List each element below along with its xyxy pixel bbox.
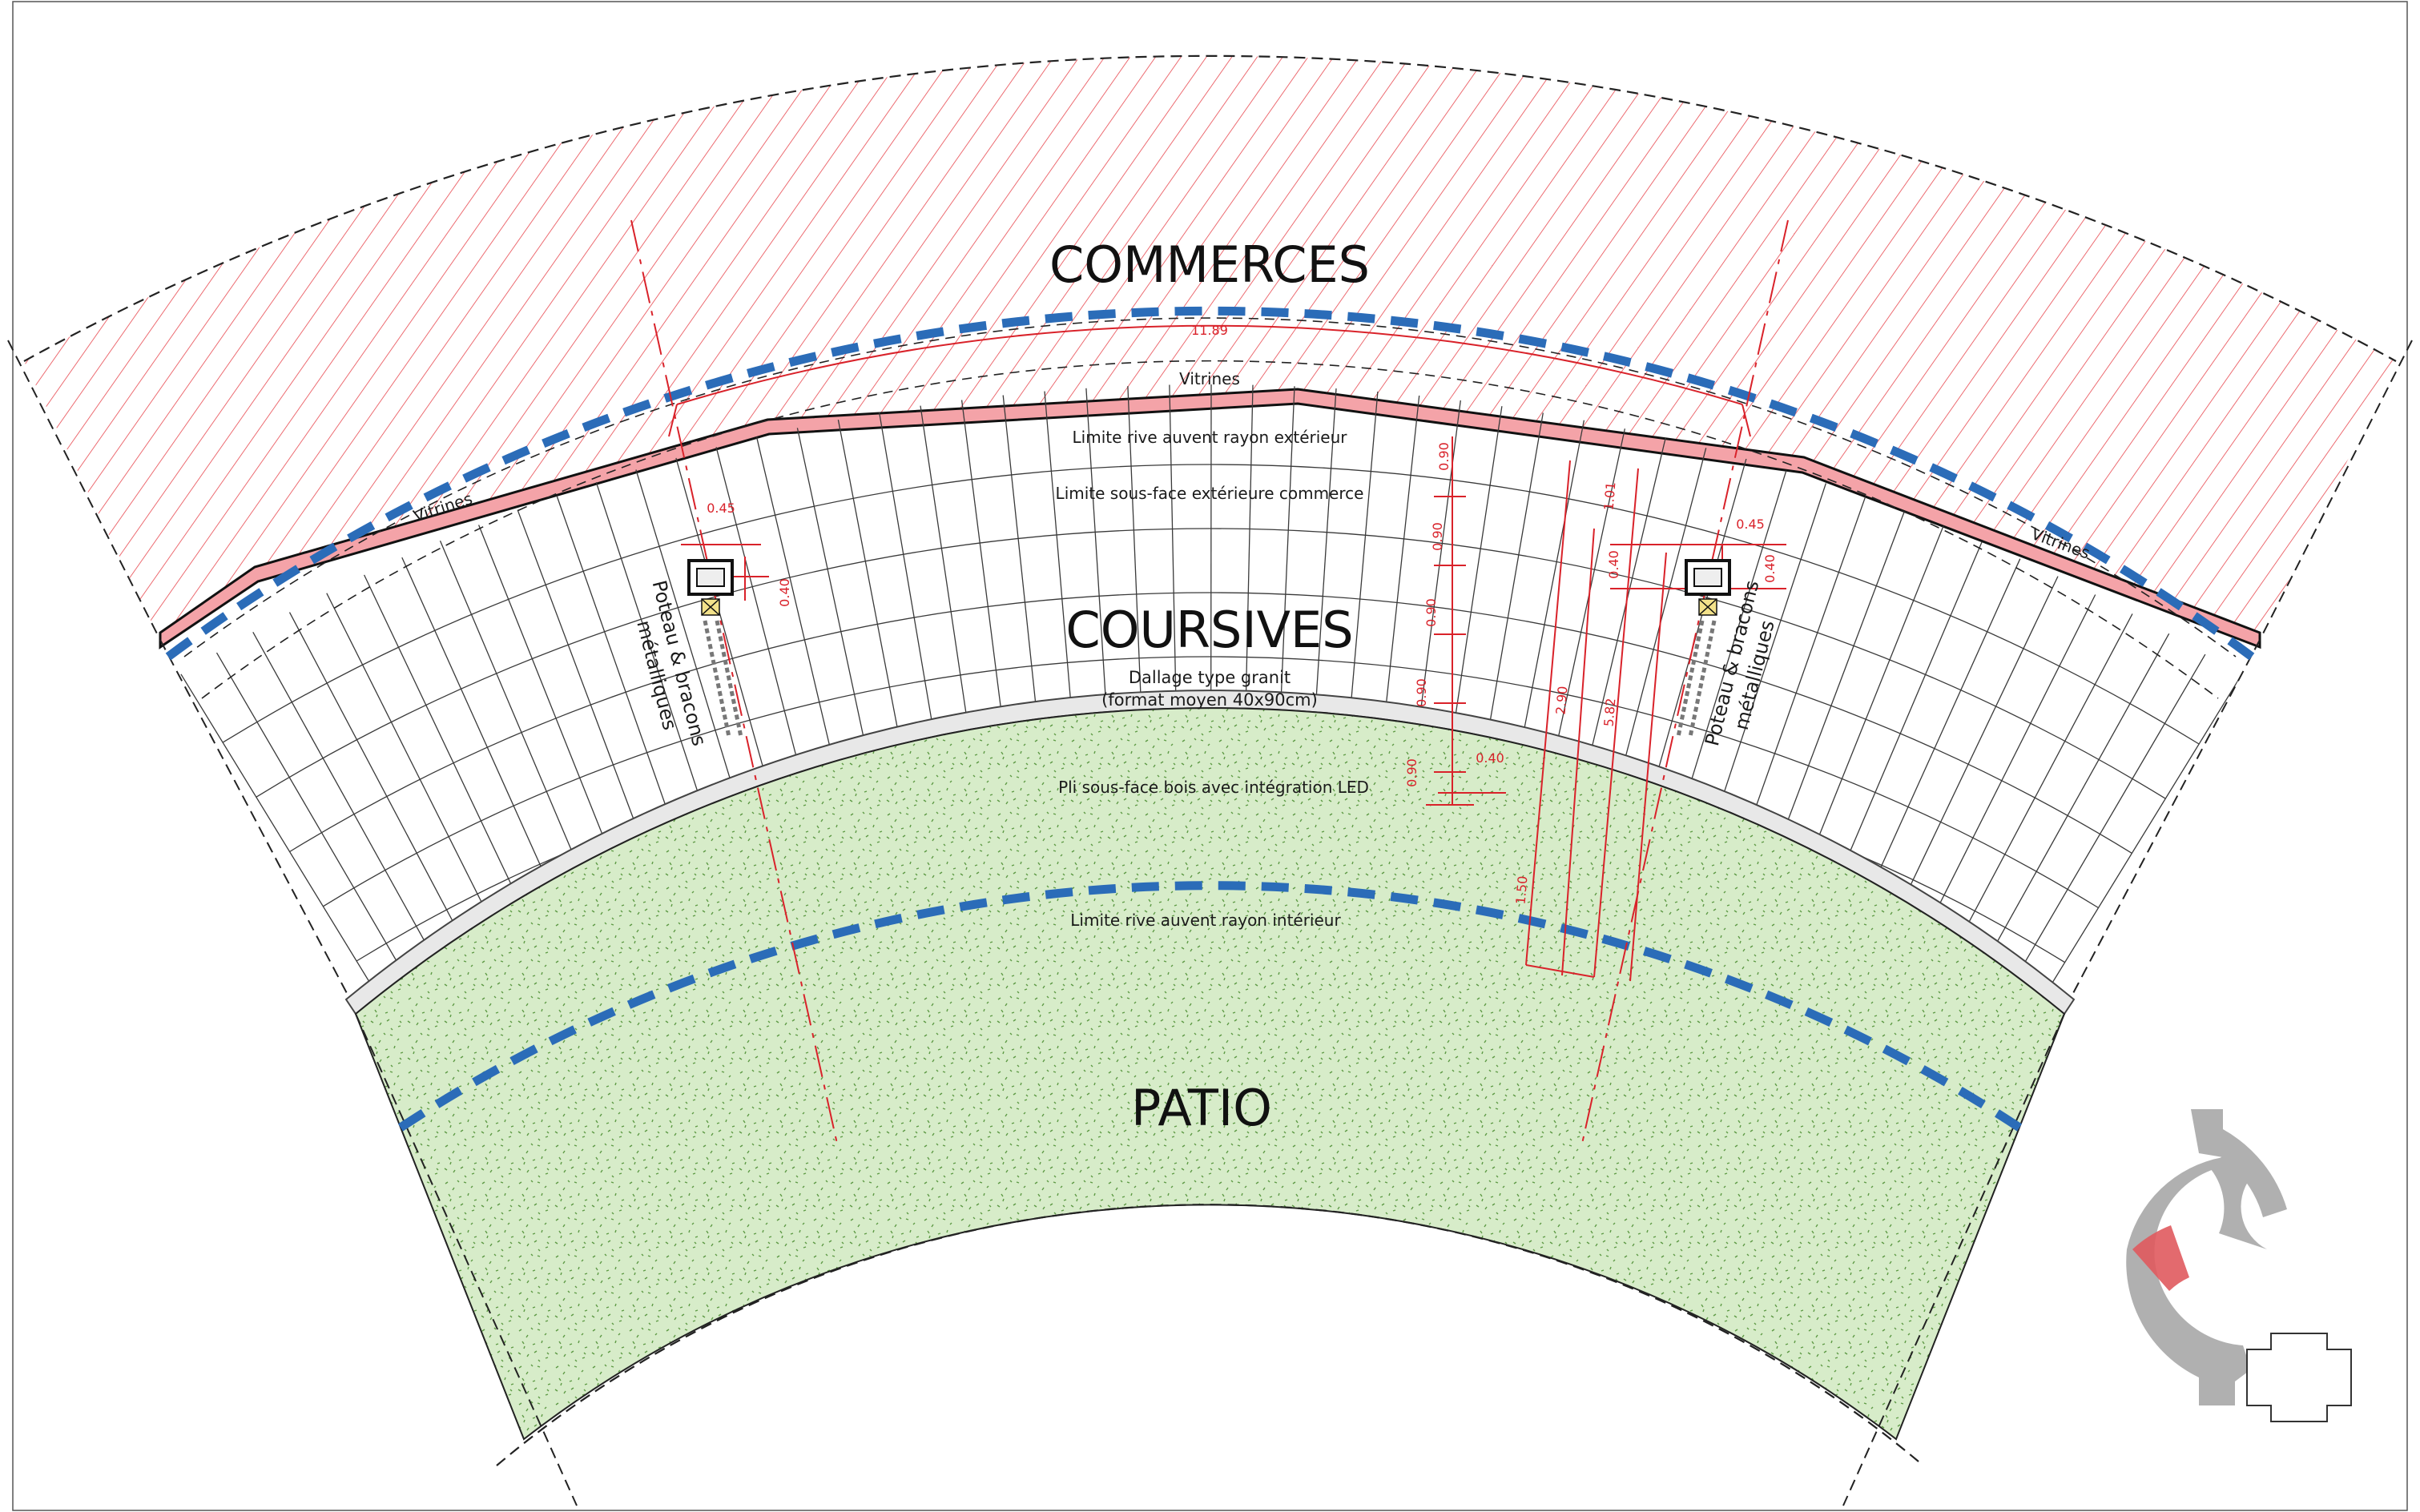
- dim-col-090-a: 0.90: [1436, 442, 1452, 471]
- sheet-border: [12, 1, 2408, 1511]
- patio-left-edge: [355, 1013, 578, 1506]
- arc-dimension: [676, 324, 1743, 405]
- paving-joint-radial: [1821, 594, 2096, 1010]
- paving-joint-radial: [1846, 613, 2133, 1010]
- key-plan: [2126, 1109, 2352, 1422]
- label-limite-sous-face: Limite sous-face extérieure commerce: [1056, 484, 1364, 503]
- dim-col-090-b: 0.90: [1430, 522, 1445, 551]
- paving-joint-arc: [222, 464, 2200, 745]
- dim-left-045: 0.45: [707, 501, 735, 516]
- paving-joint-radial: [288, 612, 574, 1010]
- commerces-outer-edge: [23, 54, 2397, 362]
- dim-col-090-d: 0.90: [1414, 678, 1429, 707]
- key-plan-building: [2246, 1333, 2352, 1422]
- commerces-left-edge: [7, 340, 161, 641]
- key-plan-ring-arc: [2211, 1151, 2267, 1249]
- commerces-hatch-area: [24, 55, 2396, 641]
- limite-sous-face-line: [183, 317, 2237, 657]
- patio-right-edge: [1842, 1013, 2065, 1506]
- paving-joint-radial: [180, 674, 500, 1010]
- zone-title-coursives: COURSIVES: [1065, 601, 1353, 659]
- paving-joint-arc: [256, 528, 2166, 799]
- dim-582: 5.82: [1601, 698, 1619, 727]
- paving-joint-arc: [289, 592, 2132, 854]
- paving-joint-radial: [1922, 675, 2242, 1010]
- label-pli-sous-face: Pli sous-face bois avec intégration LED: [1058, 778, 1369, 797]
- paving-joint-radial: [401, 557, 652, 1010]
- patio-bottom-edge: [496, 1204, 1924, 1466]
- patio-area: [354, 707, 2066, 1441]
- dim-col-090-e: 0.90: [1404, 758, 1419, 787]
- commerces-right-edge: [2259, 340, 2413, 641]
- paving-joint-radial: [364, 574, 626, 1010]
- coursives-note-line1: Dallage type granit: [1129, 668, 1291, 687]
- inner-dashed-line: [201, 360, 2219, 699]
- dim-right-040b: 0.40: [1606, 550, 1621, 579]
- paving-joint-arc: [322, 656, 2099, 909]
- paving-joint-radial: [215, 652, 525, 1010]
- coursives-note-line2: (format moyen 40x90cm): [1101, 690, 1318, 710]
- dim-right-045: 0.45: [1736, 517, 1765, 532]
- key-plan-highlight: [2132, 1225, 2189, 1291]
- label-vitrines-top: Vitrines: [1179, 369, 1240, 388]
- zone-title-commerces: COMMERCES: [1049, 235, 1370, 294]
- paving-joint-radial: [1769, 558, 2021, 1010]
- limite-rive-exterieur-line: [165, 306, 2255, 661]
- dim-101: 1.01: [1601, 481, 1619, 511]
- vitrines-band: [159, 388, 2261, 649]
- dim-left-040: 0.40: [777, 578, 792, 607]
- limite-rive-interieur-line: [397, 881, 2023, 1132]
- paving-joint-radial: [1795, 576, 2059, 1010]
- coursive-right-edge: [2064, 639, 2261, 1011]
- dim-150: 1.50: [1513, 875, 1531, 905]
- poteau-left: [687, 559, 743, 738]
- coursive-left-edge: [159, 639, 356, 1011]
- dim-290: 2.90: [1553, 686, 1571, 715]
- paving-joint-radial: [252, 631, 550, 1010]
- paving-joint-radial: [1872, 633, 2170, 1010]
- poteau-right: [1676, 559, 1731, 738]
- zone-title-patio: PATIO: [1131, 1079, 1272, 1137]
- commerces-zone: [7, 54, 2413, 649]
- dim-arc-length: 11.89: [1191, 323, 1228, 338]
- paving-joint-radial: [326, 593, 600, 1010]
- dim-col-090-c: 0.90: [1423, 598, 1439, 627]
- dim-width-040: 0.40: [1476, 750, 1504, 766]
- label-limite-interieur: Limite rive auvent rayon intérieur: [1070, 911, 1341, 930]
- label-limite-exterieur: Limite rive auvent rayon extérieur: [1073, 428, 1348, 447]
- dim-right-040: 0.40: [1762, 554, 1778, 583]
- paving-joint-radial: [1897, 653, 2206, 1010]
- axis-lines: [630, 219, 1789, 1144]
